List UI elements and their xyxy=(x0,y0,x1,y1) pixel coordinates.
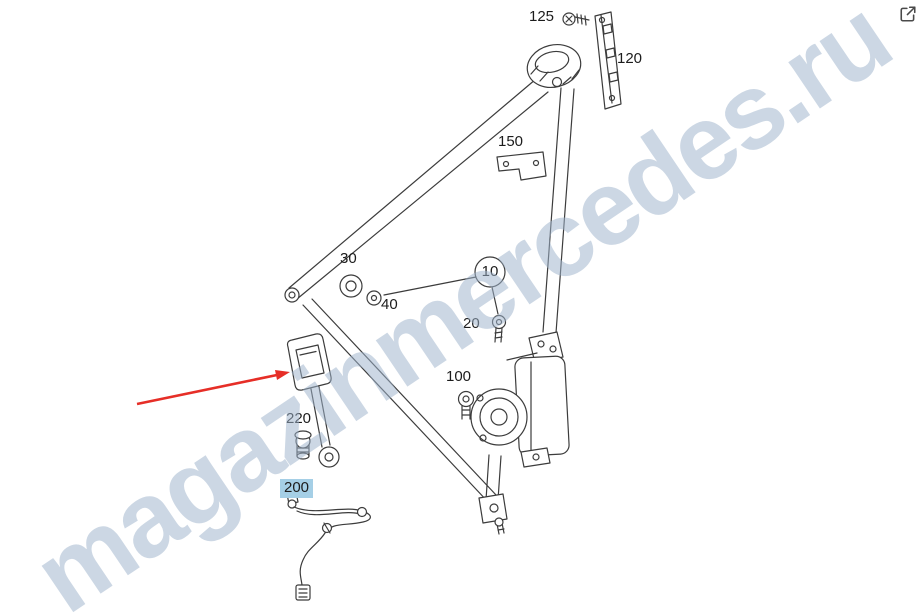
part-label-30[interactable]: 30 xyxy=(340,250,357,267)
part-label-200[interactable]: 200 xyxy=(280,479,314,498)
callout-circle-10 xyxy=(383,256,506,315)
part-label-150[interactable]: 150 xyxy=(498,133,524,150)
height-adjuster-rail xyxy=(594,11,622,110)
buckle xyxy=(286,333,340,468)
belt-end-fitting xyxy=(478,493,508,535)
part-label-20[interactable]: 20 xyxy=(463,315,480,332)
bracket-150 xyxy=(496,151,547,181)
belt-webbing-right xyxy=(542,87,575,334)
belt-webbing-lower xyxy=(485,454,502,501)
belt-retractor-assembly xyxy=(470,331,570,468)
bolt-220 xyxy=(294,430,312,460)
bolt-20 xyxy=(491,314,507,343)
washer-40 xyxy=(366,290,382,306)
belt-webbing-shoulder xyxy=(288,78,549,300)
belt-webbing-lap xyxy=(302,298,498,504)
external-link-icon[interactable] xyxy=(899,5,917,23)
part-label-100[interactable]: 100 xyxy=(446,368,472,385)
part-label-40[interactable]: 40 xyxy=(381,296,398,313)
belt-guide-loop xyxy=(526,44,582,88)
part-label-220[interactable]: 220 xyxy=(286,410,312,427)
part-label-120[interactable]: 120 xyxy=(617,50,643,67)
cable-assembly-200 xyxy=(286,491,371,601)
bolt-100 xyxy=(457,390,475,420)
grommet-30 xyxy=(339,274,363,298)
screw-125 xyxy=(562,12,590,26)
part-label-10[interactable]: 10 xyxy=(481,262,499,280)
pointer-arrow xyxy=(136,370,290,406)
part-label-125[interactable]: 125 xyxy=(529,8,555,25)
belt-left-anchor xyxy=(284,287,300,303)
